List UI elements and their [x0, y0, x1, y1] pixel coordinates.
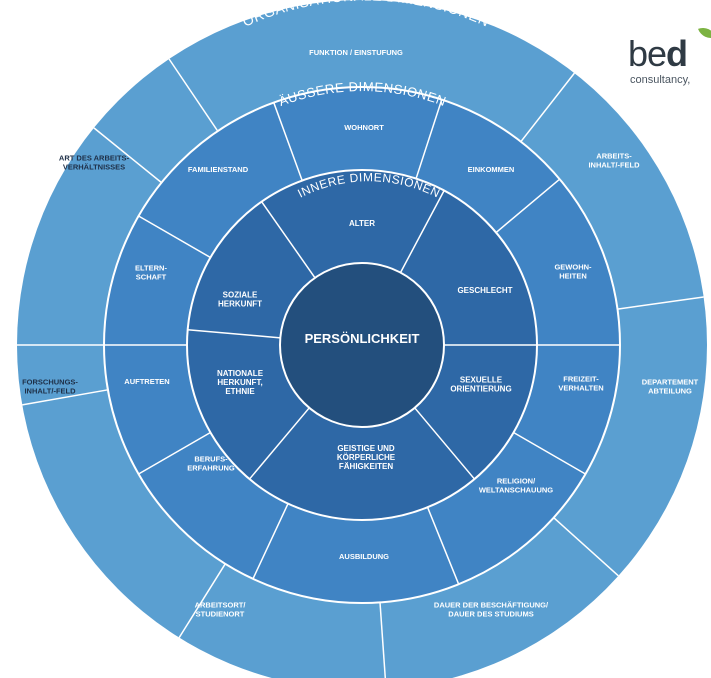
org-divider	[379, 602, 387, 678]
organisational-segment-label: ARBEITSORT/STUDIENORT	[195, 601, 247, 619]
org-divider	[178, 563, 226, 638]
outer-segment-label: AUSBILDUNG	[339, 552, 389, 561]
organisational-segment-label: FORSCHUNGS-INHALT/-FELD	[22, 378, 78, 396]
outer-divider	[273, 102, 303, 181]
org-divider	[520, 72, 575, 143]
org-divider	[22, 389, 109, 406]
outer-divider	[138, 431, 211, 475]
logo-wordmark: bed	[628, 33, 688, 74]
inner-divider	[248, 407, 310, 480]
personality-core	[279, 262, 445, 428]
outer-segment-label: AUFTRETEN	[124, 377, 169, 386]
org-divider	[93, 127, 162, 184]
outer-segment-label: WOHNORT	[344, 123, 384, 132]
outer-segment-label: BERUFS-ERFAHRUNG	[187, 455, 235, 473]
company-logo: bed consultancy,	[628, 24, 711, 104]
inner-divider	[261, 201, 316, 279]
outer-divider	[252, 503, 289, 580]
inner-divider	[399, 190, 445, 273]
organisational-segment-label: ART DES ARBEITS-VERHÄLTNISSES	[59, 154, 130, 172]
organisational-segment-label: FUNKTION / EINSTUFUNG	[309, 48, 403, 57]
outer-divider	[426, 506, 460, 585]
inner-segment-label: GESCHLECHT	[457, 286, 512, 295]
org-divider	[617, 296, 704, 310]
organisational-segment-label: ARBEITS-INHALT/-FELD	[588, 152, 640, 170]
outer-divider	[495, 178, 561, 234]
logo-subtitle: consultancy,	[630, 74, 691, 86]
outer-segment-label: FREIZEIT-VERHALTEN	[558, 375, 603, 393]
outer-segment-label: EINKOMMEN	[468, 165, 515, 174]
outer-divider	[513, 431, 586, 475]
outer-segment-label: RELIGION/WELTANSCHAUUNG	[479, 477, 553, 495]
outer-segment-label: GEWOHN-HEITEN	[554, 263, 592, 281]
outer-segment-label: ELTERN-SCHAFT	[135, 264, 167, 282]
organisational-segment-label: DAUER DER BESCHÄFTIGUNG/DAUER DES STUDIU…	[434, 601, 549, 619]
org-divider	[553, 517, 619, 577]
outer-divider	[415, 99, 443, 179]
inner-divider	[187, 329, 281, 339]
outer-divider	[138, 215, 211, 259]
inner-segment-label: ALTER	[349, 219, 375, 228]
org-divider	[168, 58, 219, 132]
inner-divider	[414, 407, 476, 480]
outer-segment-label: FAMILIENSTAND	[188, 165, 249, 174]
center-label: PERSÖNLICHKEIT	[305, 331, 420, 346]
